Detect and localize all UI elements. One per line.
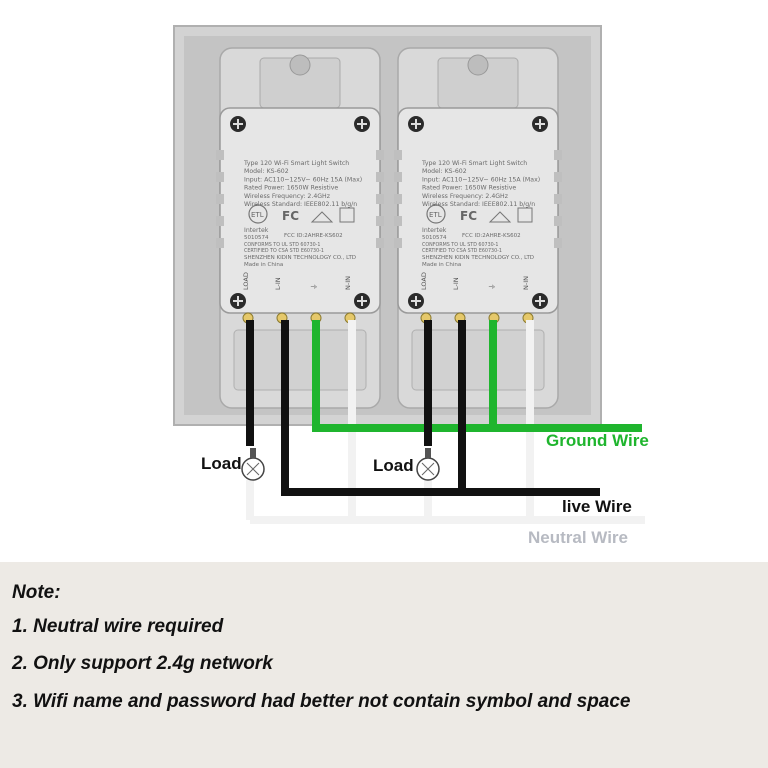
manufacturer: SHENZHEN KIDIN TECHNOLOGY CO., LTD [422, 255, 534, 261]
intertek-mark: Intertek [244, 227, 269, 234]
terminal-label: L-IN [274, 277, 282, 290]
etl-mark: ETL [429, 211, 442, 219]
terminal-label: ⏚ [310, 284, 318, 291]
notes-title: Note: [12, 582, 61, 603]
note-item: 3. Wifi name and password had better not… [12, 691, 631, 712]
load-label-left: Load [201, 454, 242, 473]
load-bulb-left-icon [241, 448, 265, 481]
terminal-label: L-IN [452, 277, 460, 290]
terminal-label: N-IN [344, 276, 352, 290]
switch-body [397, 107, 559, 314]
ground-wire-label: Ground Wire [546, 431, 649, 450]
spec-line: Rated Power: 1650W Resistive [244, 185, 338, 192]
bracket-bottom [411, 329, 545, 391]
origin: Made in China [244, 262, 283, 268]
weee-icon [517, 207, 533, 223]
fcc-id: FCC ID:2AHRE-KS602 [284, 233, 343, 239]
bracket-hole [289, 54, 311, 76]
bracket-hole [467, 54, 489, 76]
switch-module: Type 120 Wi-Fi Smart Light SwitchModel: … [216, 47, 384, 409]
spec-line: Rated Power: 1650W Resistive [422, 185, 516, 192]
neutral-wire-label: Neutral Wire [528, 528, 628, 547]
note-item: 2. Only support 2.4g network [12, 653, 273, 674]
load-bulb-right-icon [416, 448, 440, 481]
listing-number: 5010574 [244, 235, 269, 241]
fcc-id: FCC ID:2AHRE-KS602 [462, 233, 521, 239]
neutral-wire [250, 320, 645, 524]
fcc-mark: FC [460, 209, 477, 223]
switch-modules: Type 120 Wi-Fi Smart Light SwitchModel: … [216, 47, 562, 409]
neutral-wire-branch [246, 480, 432, 520]
note-item: 1. Neutral wire required [12, 616, 224, 637]
listing-number: 5010574 [422, 235, 447, 241]
spec-line: Type 120 Wi-Fi Smart Light Switch [243, 160, 349, 167]
fcc-mark: FC [282, 209, 299, 223]
bracket-bottom [233, 329, 367, 391]
conformity-line: CERTIFIED TO CSA STD E60730-1 [244, 248, 324, 254]
live-wire [281, 320, 600, 496]
spec-line: Type 120 Wi-Fi Smart Light Switch [421, 160, 527, 167]
conformity-line: CONFORMS TO UL STD 60730-1 [244, 242, 320, 248]
conformity-line: CERTIFIED TO CSA STD E60730-1 [422, 248, 502, 254]
spec-line: Wireless Frequency: 2.4GHz [422, 193, 508, 200]
house-icon [310, 211, 334, 223]
load-label-right: Load [373, 456, 414, 475]
ground-wire [312, 320, 642, 432]
etl-mark: ETL [251, 211, 264, 219]
spec-line: Wireless Frequency: 2.4GHz [244, 193, 330, 200]
intertek-mark: Intertek [422, 227, 447, 234]
origin: Made in China [422, 262, 461, 268]
switch-body [219, 107, 381, 314]
conformity-line: CONFORMS TO UL STD 60730-1 [422, 242, 498, 248]
wiring-diagram-svg: Type 120 Wi-Fi Smart Light SwitchModel: … [173, 25, 645, 524]
etl-mark-icon [426, 204, 446, 224]
wires [246, 320, 645, 524]
live-wire-label: live Wire [562, 497, 632, 516]
house-icon [488, 211, 512, 223]
terminal-label: LOAD [420, 272, 428, 290]
weee-icon [339, 207, 355, 223]
etl-mark-icon [248, 204, 268, 224]
terminal-label: ⏚ [488, 284, 496, 291]
spec-line: Input: AC110~125V~ 60Hz 15A (Max) [422, 176, 540, 183]
notes-panel: Note: 1. Neutral wire required 2. Only s… [0, 562, 768, 768]
spec-line: Model: KS-602 [422, 168, 467, 175]
spec-line: Model: KS-602 [244, 168, 289, 175]
spec-line: Wireless Standard: IEEE802.11 b/g/n [244, 201, 357, 208]
spec-line: Wireless Standard: IEEE802.11 b/g/n [422, 201, 535, 208]
terminal-label: N-IN [522, 276, 530, 290]
switch-module: Type 120 Wi-Fi Smart Light SwitchModel: … [394, 47, 562, 409]
terminal-label: LOAD [242, 272, 250, 290]
spec-line: Input: AC110~125V~ 60Hz 15A (Max) [244, 176, 362, 183]
manufacturer: SHENZHEN KIDIN TECHNOLOGY CO., LTD [244, 255, 356, 261]
